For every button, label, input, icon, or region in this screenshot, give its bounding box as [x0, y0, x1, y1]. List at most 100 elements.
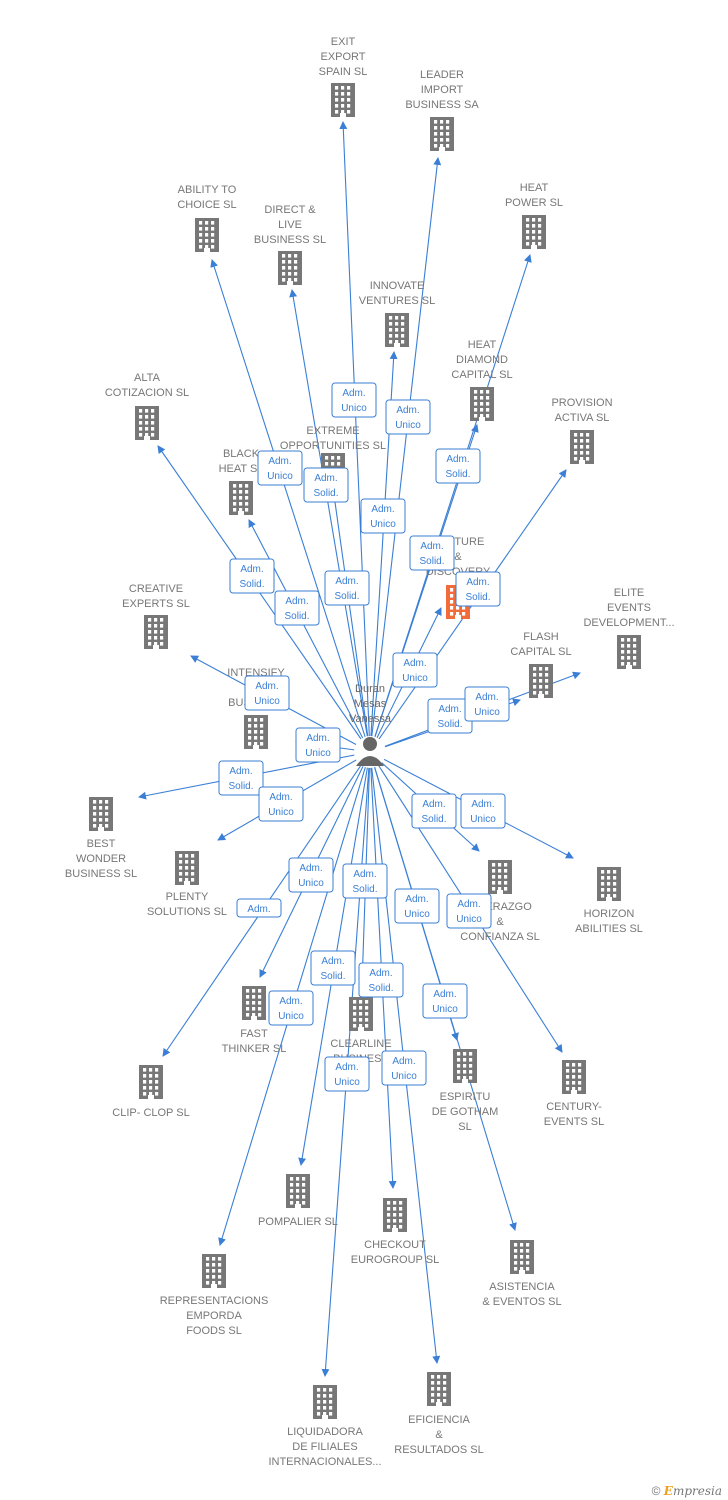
company-label: DEVELOPMENT...	[583, 617, 674, 629]
company-label: CHOICE SL	[177, 199, 236, 211]
role-text: Unico	[254, 696, 280, 707]
company-node-elite[interactable]: ELITEEVENTSDEVELOPMENT...	[583, 587, 675, 669]
role-box	[381, 1050, 427, 1086]
role-text: Unico	[305, 748, 331, 759]
role-badge: Adm.Unico	[394, 888, 440, 924]
company-label: DIRECT &	[264, 204, 316, 216]
company-label: & EVENTOS SL	[482, 1296, 561, 1308]
role-badge: Adm.Solid.	[229, 558, 275, 594]
company-node-century[interactable]: CENTURY-EVENTS SL	[544, 1060, 605, 1128]
role-text: Unico	[341, 403, 367, 414]
person-icon	[356, 737, 384, 766]
building-icon	[229, 481, 253, 515]
role-text: Adm.	[420, 541, 443, 552]
role-badge: Adm.Solid.	[303, 467, 349, 503]
company-node-clip[interactable]: CLIP- CLOP SL	[112, 1065, 190, 1119]
company-label: THINKER SL	[222, 1043, 287, 1055]
role-box	[236, 898, 282, 918]
role-text: Adm.	[369, 968, 392, 979]
edge-line	[157, 445, 371, 753]
role-badge: Adm.Unico	[464, 686, 510, 722]
role-text: Adm.	[422, 799, 445, 810]
role-box	[303, 467, 349, 503]
company-label: HEAT	[468, 339, 497, 351]
role-box	[422, 983, 468, 1019]
footer-brand: © Empresia	[652, 1484, 722, 1498]
role-box	[358, 962, 404, 998]
role-badge: Adm.Solid.	[324, 570, 370, 606]
role-text: Solid.	[284, 611, 309, 622]
role-badge: Adm.Solid.	[218, 760, 264, 796]
company-label: &	[454, 551, 462, 563]
company-label: BUSINESS SL	[65, 868, 137, 880]
building-icon	[570, 430, 594, 464]
role-text: Solid.	[368, 983, 393, 994]
company-node-eficiencia[interactable]: EFICIENCIA&RESULTADOS SL	[394, 1372, 484, 1456]
role-text: Adm.	[255, 681, 278, 692]
role-box	[310, 950, 356, 986]
person-name: Vanessa	[349, 713, 392, 725]
company-label: &	[496, 916, 504, 928]
company-label: DE FILIALES	[292, 1441, 357, 1453]
role-badge: Adm.Unico	[422, 983, 468, 1019]
role-text: Unico	[474, 707, 500, 718]
company-label: DE GOTHAM	[432, 1106, 499, 1118]
role-badge: Adm.Unico	[257, 450, 303, 486]
role-badge: Adm.Unico	[268, 990, 314, 1026]
company-label: ELITE	[614, 587, 645, 599]
role-badge: Adm.Unico	[295, 727, 341, 763]
role-text: Unico	[402, 673, 428, 684]
role-badge: Adm.Unico	[381, 1050, 427, 1086]
role-text: Unico	[456, 914, 482, 925]
building-icon	[617, 635, 641, 669]
role-text: Adm.	[438, 704, 461, 715]
company-label: ALTA	[134, 372, 161, 384]
role-text: Adm.	[405, 894, 428, 905]
company-node-asistencia[interactable]: ASISTENCIA& EVENTOS SL	[482, 1240, 562, 1308]
role-box	[258, 786, 304, 822]
company-node-pompalier[interactable]: POMPALIER SL	[258, 1174, 338, 1228]
building-icon	[597, 867, 621, 901]
building-icon	[453, 1049, 477, 1083]
role-text: Adm.	[285, 596, 308, 607]
role-badge: Adm.	[236, 898, 282, 918]
company-label: IMPORT	[421, 84, 464, 96]
role-text: Unico	[278, 1011, 304, 1022]
company-label: CONFIANZA SL	[460, 931, 539, 943]
role-text: Adm.	[321, 956, 344, 967]
company-label: EFICIENCIA	[408, 1414, 470, 1426]
role-badge: Adm.Solid.	[310, 950, 356, 986]
role-box	[288, 857, 334, 893]
edge-line	[289, 289, 371, 753]
role-badge: Adm. Unico	[244, 675, 290, 711]
role-badge: Adm.Unico	[288, 857, 334, 893]
role-box	[392, 652, 438, 688]
role-text: Unico	[470, 814, 496, 825]
role-box	[411, 793, 457, 829]
role-text: Adm.	[229, 766, 252, 777]
role-box	[324, 1056, 370, 1092]
role-text: Adm.	[471, 799, 494, 810]
building-icon	[139, 1065, 163, 1099]
